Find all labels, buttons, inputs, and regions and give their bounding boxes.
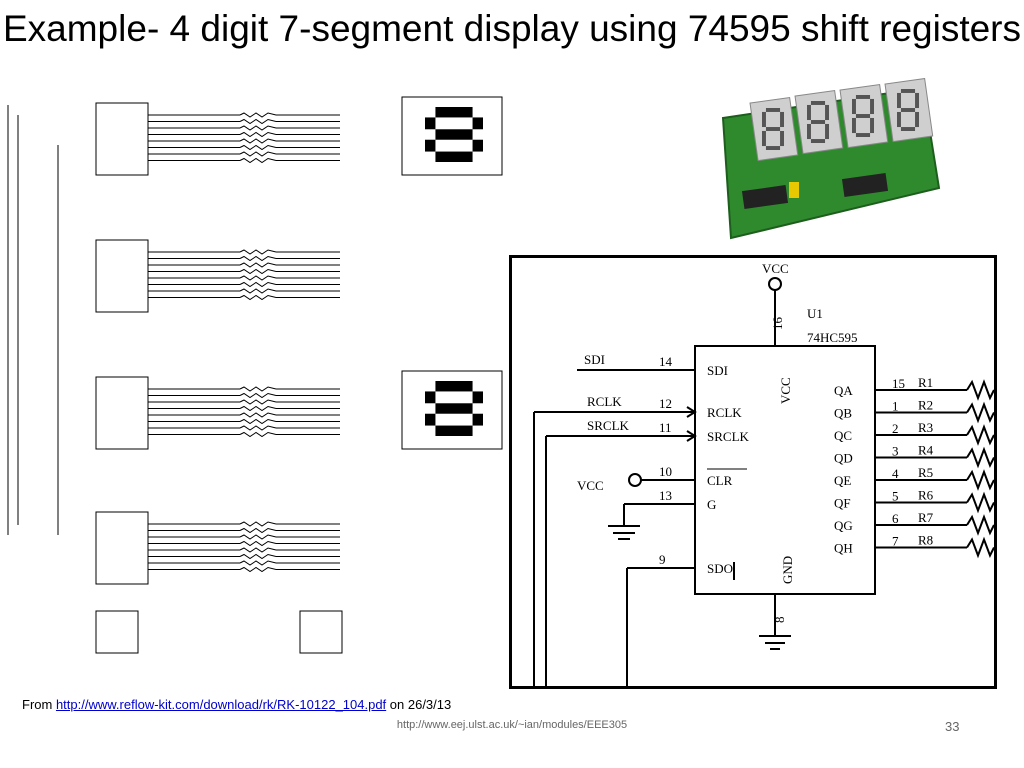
- output-pin-number: 5: [892, 489, 899, 504]
- resistor-label: R6: [918, 488, 934, 503]
- chip-gnd-label: GND: [780, 556, 795, 584]
- resistor-label: R5: [918, 465, 933, 480]
- shift-register-chip-1: [95, 102, 149, 176]
- pin-number: 9: [659, 552, 666, 567]
- resistor-label: R8: [918, 533, 933, 548]
- output-pin-number: 6: [892, 511, 899, 526]
- shift-register-chip-2: [95, 239, 149, 313]
- output-pin-name: QF: [834, 496, 851, 511]
- net-label: SDI: [584, 352, 605, 367]
- small-chip-1: [95, 610, 139, 654]
- net-label: SRCLK: [587, 418, 630, 433]
- resistor-label: R2: [918, 398, 933, 413]
- resistor-label: R7: [918, 510, 934, 525]
- output-pin-name: QB: [834, 406, 852, 421]
- pin-number: 11: [659, 420, 672, 435]
- slide-title: Example- 4 digit 7-segment display using…: [2, 8, 1022, 49]
- pin-name: CLR: [707, 473, 733, 488]
- output-pin-number: 15: [892, 376, 905, 391]
- output-pin-name: QC: [834, 428, 852, 443]
- source-prefix: From: [22, 697, 56, 712]
- footer-url: http://www.eej.ulst.ac.uk/~ian/modules/E…: [396, 719, 628, 731]
- resistor-label: R1: [918, 375, 933, 390]
- source-date: on 26/3/13: [386, 697, 452, 712]
- output-pin-number: 7: [892, 534, 899, 549]
- resistor: [966, 469, 995, 491]
- resistor-label: R3: [918, 420, 933, 435]
- resistor: [966, 514, 995, 536]
- pin-name: SDO: [707, 561, 733, 576]
- source-citation: From http://www.reflow-kit.com/download/…: [22, 697, 451, 712]
- output-pin-number: 4: [892, 466, 899, 481]
- vcc-top-label: VCC: [762, 261, 789, 276]
- chip-74hc595: [694, 345, 876, 595]
- resistor: [966, 424, 995, 446]
- resistor-label: R4: [918, 443, 934, 458]
- pcb-photo: [713, 78, 941, 248]
- net-label: RCLK: [587, 394, 622, 409]
- ref-label: U1: [807, 306, 823, 321]
- background-schematic: [7, 96, 503, 654]
- pin-number: 10: [659, 464, 672, 479]
- output-pin-name: QG: [834, 518, 853, 533]
- pin-name: SRCLK: [707, 429, 750, 444]
- output-pin-name: QA: [834, 383, 853, 398]
- source-link[interactable]: http://www.reflow-kit.com/download/rk/RK…: [55, 697, 387, 712]
- resistor: [966, 401, 995, 424]
- pin-number: 12: [659, 396, 672, 411]
- chip-vcc-label: VCC: [778, 377, 793, 404]
- shift-register-chip-4: [95, 511, 149, 585]
- pin-name: G: [707, 497, 716, 512]
- small-chip-2: [299, 610, 343, 654]
- vcc-clr-label: VCC: [577, 478, 604, 493]
- seven-seg-display-3: [401, 370, 503, 450]
- output-pin-number: 3: [892, 444, 899, 459]
- pin-name: SDI: [707, 363, 728, 378]
- part-label: 74HC595: [807, 330, 858, 345]
- output-pin-name: QD: [834, 451, 853, 466]
- output-pin-number: 2: [892, 421, 899, 436]
- pin-number: 13: [659, 488, 672, 503]
- resistor: [966, 379, 995, 401]
- resistor: [966, 491, 995, 514]
- pin-8-label: 8: [772, 617, 787, 624]
- output-pin-number: 1: [892, 399, 899, 414]
- pin-name: RCLK: [707, 405, 742, 420]
- resistor: [966, 536, 995, 559]
- resistor: [966, 446, 995, 469]
- seven-seg-display-1: [401, 96, 503, 176]
- pin-number: 14: [659, 354, 673, 369]
- shift-register-chip-3: [95, 376, 149, 450]
- page-number: 33: [945, 719, 960, 734]
- pin-16-label: 16: [770, 317, 785, 331]
- output-pin-name: QE: [834, 473, 851, 488]
- output-pin-name: QH: [834, 541, 853, 556]
